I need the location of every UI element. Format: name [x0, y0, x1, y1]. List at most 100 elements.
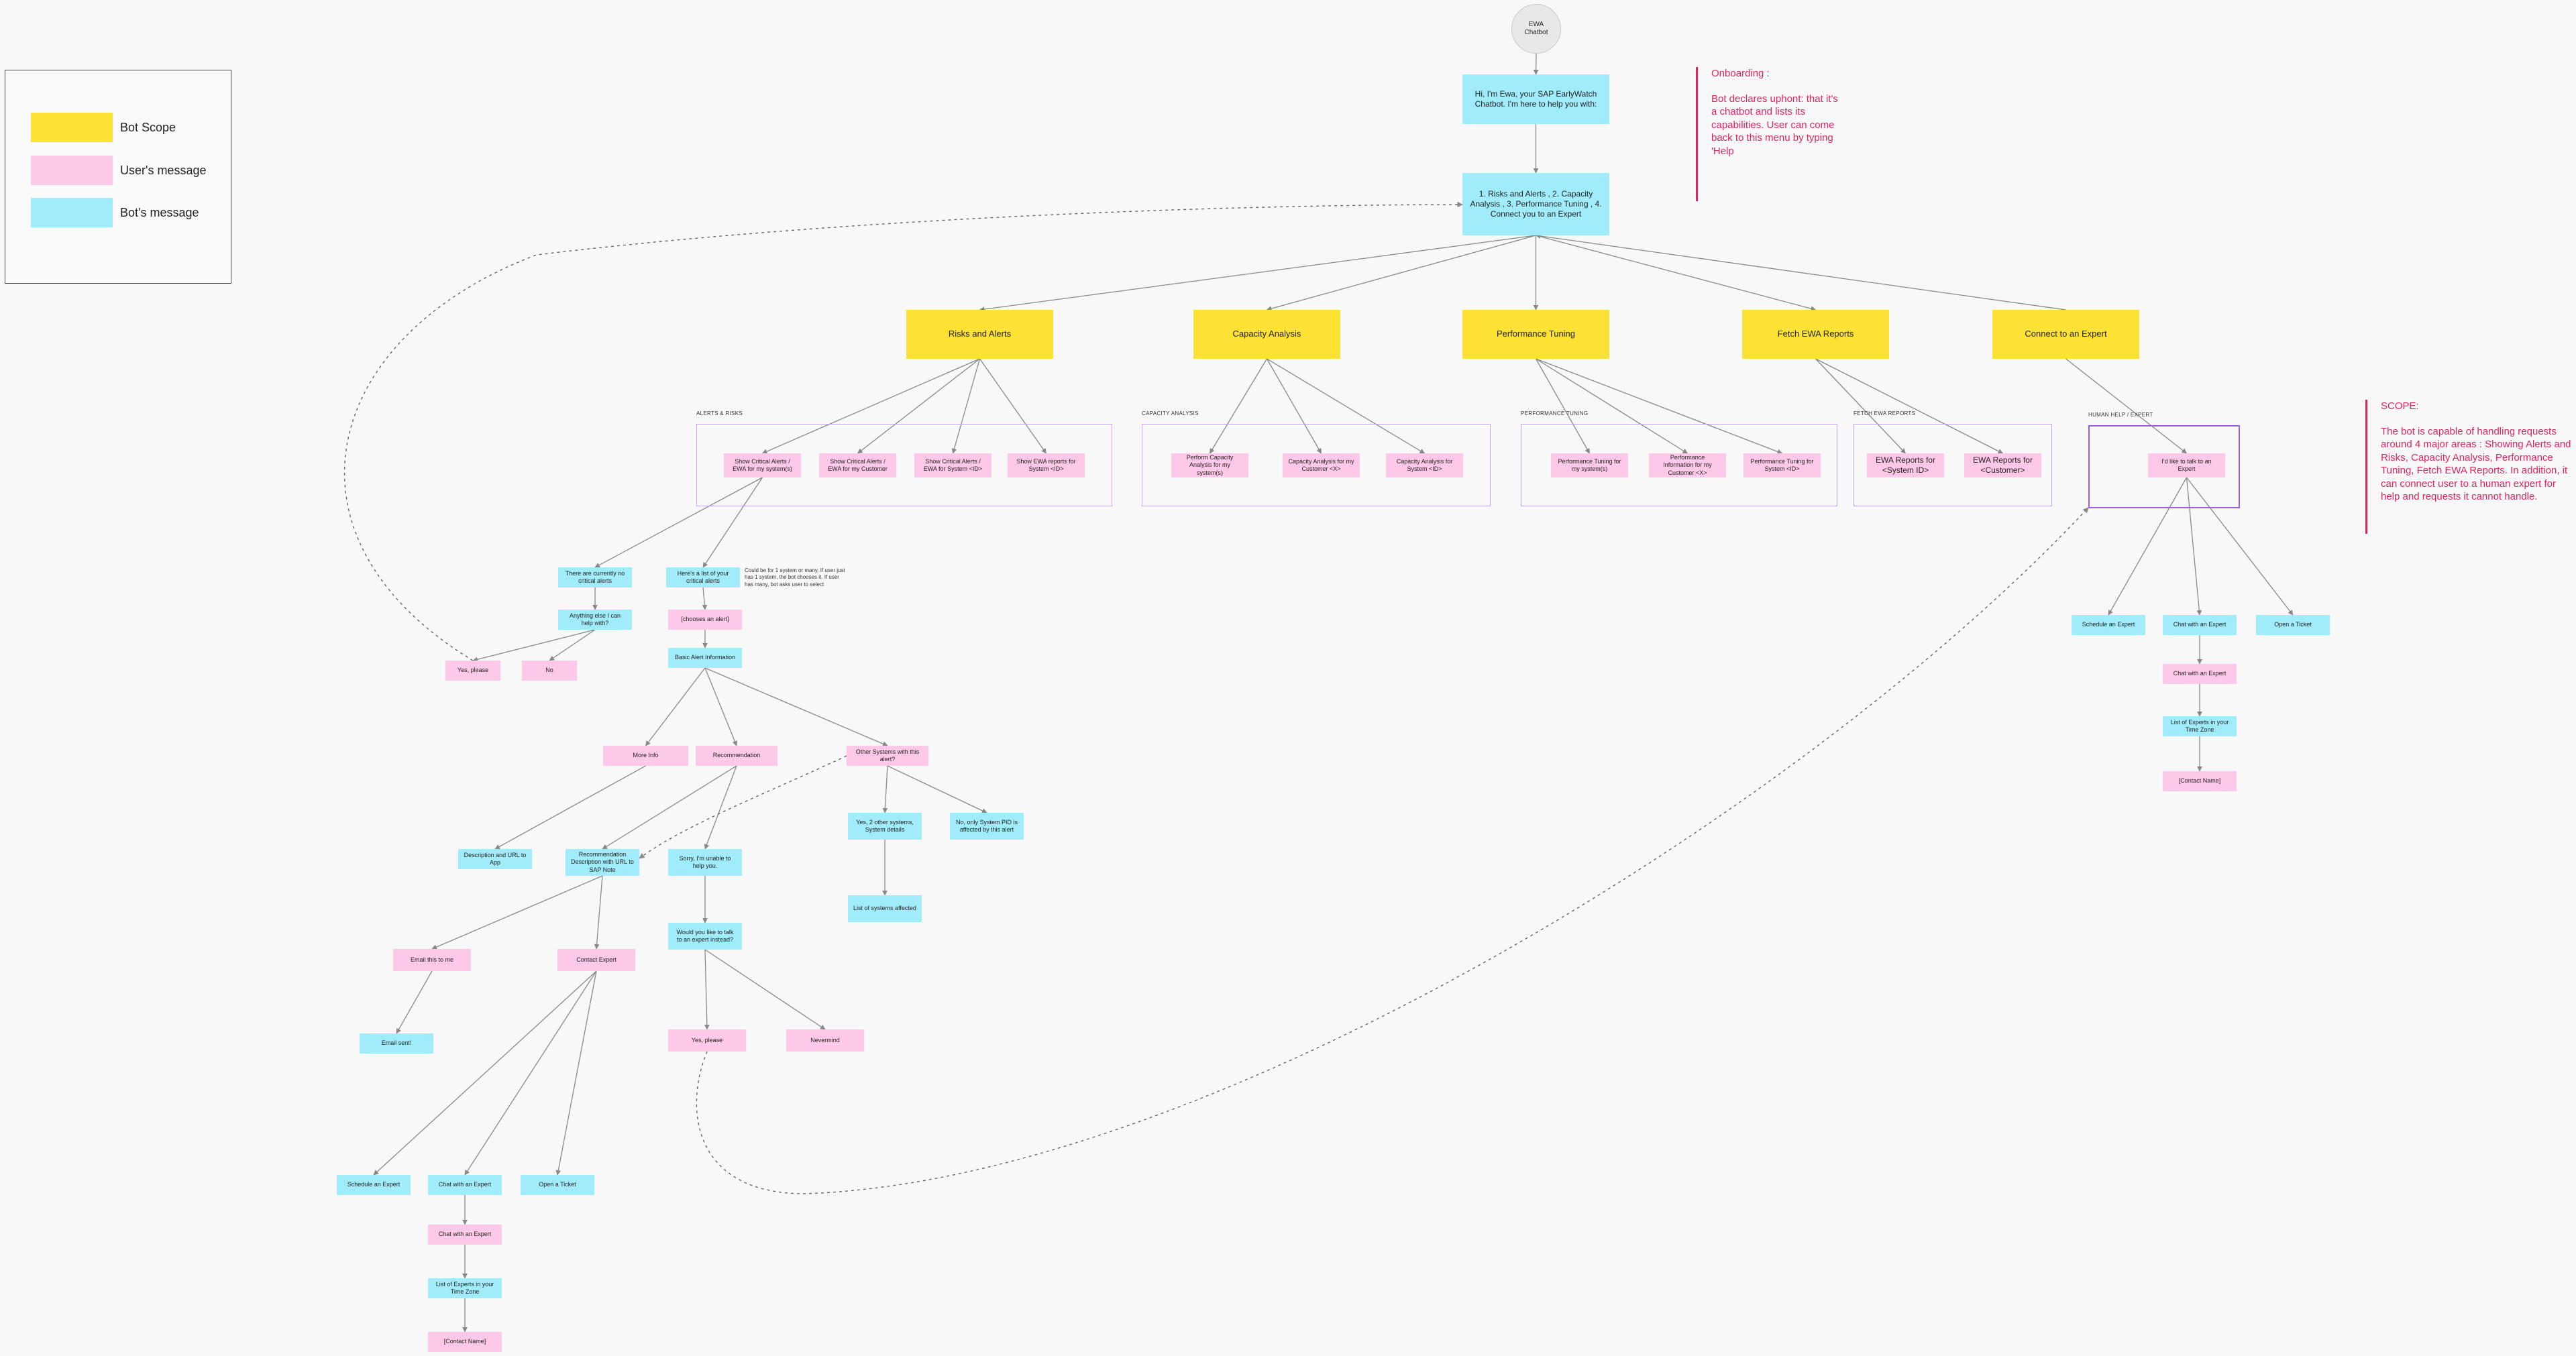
node-label: Performance Tuning for System <ID> [1750, 457, 1814, 472]
node-label: There are currently no critical alerts [565, 569, 625, 584]
connector-fetch-to-fe1 [1815, 358, 1907, 454]
connector-performance-to-pt1 [1535, 358, 1591, 454]
node-label: List of Experts in your Time Zone [2170, 718, 2229, 733]
connector-basic-info-to-recommendation [704, 667, 737, 746]
connector-performance-to-pt2 [1536, 358, 1688, 454]
connector-contact-expert-to-schedule-2 [373, 970, 597, 1176]
node-contact-name-1: [Contact Name] [2163, 771, 2237, 791]
group-human [2088, 425, 2240, 508]
node-label: Schedule an Expert [347, 1181, 400, 1188]
node-label: No [545, 667, 553, 674]
node-label: [Contact Name] [443, 1338, 486, 1345]
node-label: EWA Chatbot [1524, 20, 1548, 37]
node-label: Recommendation Description with URL to S… [571, 851, 634, 873]
node-label: Description and URL to App [464, 851, 527, 866]
node-menu: 1. Risks and Alerts , 2. Capacity Analys… [1462, 173, 1609, 235]
node-ca2: Capacity Analysis for my Customer <X> [1283, 453, 1360, 477]
node-nevermind: Nevermind [786, 1029, 864, 1052]
node-basic-info: Basic Alert Information [668, 648, 742, 668]
connector-basic-info-to-other-systems [704, 667, 888, 746]
connector-capacity-to-ca1 [1209, 358, 1268, 454]
node-label: [Contact Name] [2178, 777, 2221, 785]
node-chat-1: Chat with an Expert [2163, 615, 2237, 635]
group-capacity [1142, 424, 1491, 506]
node-label: Capacity Analysis [1232, 329, 1301, 339]
connector-he1-to-ticket-1 [2186, 477, 2294, 616]
group-label-alerts: ALERTS & RISKS [696, 410, 743, 416]
node-ra2: Show Critical Alerts / EWA for my Custom… [819, 453, 896, 477]
connector-more-info-to-description [494, 765, 646, 850]
node-label: Risks and Alerts [948, 329, 1012, 339]
node-label: Yes, please [691, 1036, 723, 1043]
node-other-systems: Other Systems with this alert? [847, 746, 928, 766]
node-fetch: Fetch EWA Reports [1742, 310, 1889, 359]
connector-he1-to-schedule-1 [2108, 477, 2188, 616]
connector-fetch-to-fe2 [1815, 358, 2004, 454]
node-label: Open a Ticket [539, 1181, 576, 1188]
node-pt1: Performance Tuning for my system(s) [1551, 453, 1628, 477]
node-label: Show Critical Alerts / EWA for my Custom… [828, 457, 888, 472]
node-label: Other Systems with this alert? [855, 748, 920, 762]
onboarding-note-body: Bot declares uphont: that it's a chatbot… [1711, 93, 1838, 157]
node-label: More Info [633, 752, 659, 759]
node-label: No, only System PID is affected by this … [955, 818, 1018, 833]
node-label: Capacity Analysis for my Customer <X> [1288, 457, 1354, 472]
node-ticket-2: Open a Ticket [521, 1175, 594, 1195]
node-rec-desc: Recommendation Description with URL to S… [566, 849, 639, 876]
connector-other-systems-to-yes-others [882, 765, 888, 813]
legend-label-scope: Bot Scope [120, 121, 176, 134]
node-label: Anything else I can help with? [569, 612, 621, 626]
node-pt2: Performance Information for my Customer … [1649, 453, 1726, 477]
node-no-alerts: There are currently no critical alerts [558, 567, 632, 587]
node-email-sent: Email sent! [360, 1033, 433, 1054]
node-label: Chat with an Expert [438, 1181, 492, 1188]
node-pt3: Performance Tuning for System <ID> [1743, 453, 1821, 477]
onboarding-note-title: Onboarding : [1711, 68, 1770, 79]
group-label-human: HUMAN HELP / EXPERT [2088, 412, 2153, 418]
node-would-you: Would you like to talk to an expert inst… [668, 923, 742, 950]
connector-start-to-greeting [1533, 53, 1539, 75]
node-no-only: No, only System PID is affected by this … [950, 813, 1024, 840]
connector-he1-to-chat-1 [2186, 477, 2202, 616]
connector-critical-list-to-choose-alert [702, 587, 708, 610]
node-label: Connect to an Expert [2025, 329, 2107, 339]
node-performance: Performance Tuning [1462, 310, 1609, 359]
node-description: Description and URL to App [458, 849, 532, 869]
legend-swatch-scope [31, 113, 113, 142]
node-label: Email this to me [410, 956, 454, 963]
node-sorry: Sorry, I'm unable to help you. [668, 849, 742, 876]
node-label: Performance Tuning [1496, 329, 1576, 339]
node-label: Perform Capacity Analysis for my system(… [1186, 454, 1234, 476]
node-label: Show Critical Alerts / EWA for System <I… [923, 457, 983, 472]
connector-would-you-to-yes-please-2 [704, 949, 710, 1030]
node-label: Yes, 2 other systems, System details [856, 818, 914, 833]
node-label: Hi, I'm Ewa, your SAP EarlyWatch Chatbot… [1474, 89, 1597, 109]
group-performance [1521, 424, 1837, 506]
connector-ra1-to-critical-list [702, 477, 763, 568]
connector-capacity-to-ca3 [1267, 358, 1426, 454]
loop-yes-please-to-expert [696, 507, 2089, 1194]
node-chat-2: Chat with an Expert [428, 1175, 502, 1195]
node-connect: Connect to an Expert [1992, 310, 2139, 359]
legend-swatch-bot [31, 198, 113, 227]
node-more-info: More Info [603, 746, 688, 766]
node-yes-please-2: Yes, please [668, 1029, 746, 1052]
loop-yes-please-to-menu [343, 201, 1463, 661]
connector-menu-to-capacity [1266, 235, 1536, 311]
connector-risks-to-ra3 [951, 358, 981, 454]
node-ca3: Capacity Analysis for System <ID> [1386, 453, 1463, 477]
node-capacity: Capacity Analysis [1193, 310, 1340, 359]
connector-risks-to-ra1 [761, 358, 980, 454]
loop-other-systems-to-rec [639, 755, 847, 859]
connector-menu-to-fetch [1536, 235, 1817, 311]
node-label: Schedule an Expert [2082, 621, 2135, 628]
node-email-this: Email this to me [393, 949, 471, 971]
node-chat-user-2: Chat with an Expert [428, 1225, 502, 1245]
connector-connect-to-he1 [2065, 358, 2188, 454]
connector-rec-desc-to-contact-expert [594, 875, 603, 950]
node-label: Performance Information for my Customer … [1663, 454, 1712, 476]
group-label-performance: PERFORMANCE TUNING [1521, 410, 1589, 416]
node-label: EWA Reports for <Customer> [1973, 455, 2033, 475]
